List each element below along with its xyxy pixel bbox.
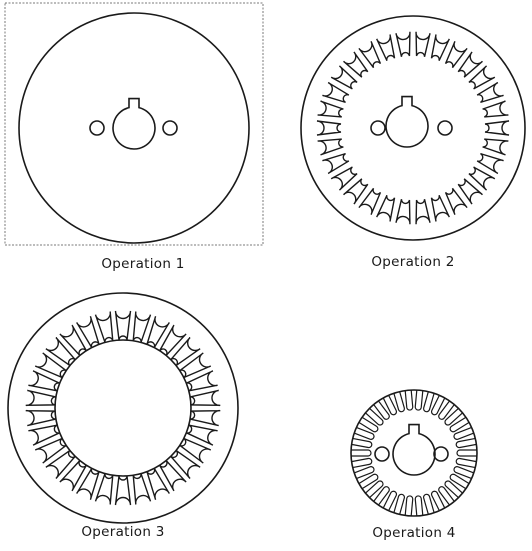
rivet-hole-left (90, 121, 104, 135)
stator-slot (431, 35, 449, 61)
stator-slot (133, 312, 150, 343)
rotor-rim-slot (352, 458, 372, 467)
operation-1-drawing (5, 3, 263, 245)
stator-slot (133, 474, 150, 505)
stator-slot (318, 139, 344, 155)
rotor-rim-slot (405, 496, 413, 516)
rotor-rim-slot (432, 395, 445, 414)
stator-slot (60, 325, 86, 355)
stator-outer-circle (8, 293, 238, 523)
rotor-rim-slot (415, 390, 423, 410)
operation-4-caption: Operation 4 (372, 525, 455, 541)
stator-slot (116, 476, 131, 505)
operation-4-drawing (351, 390, 477, 516)
stator-slot (377, 35, 395, 61)
stator-slot (317, 121, 341, 135)
stator-slot (77, 468, 99, 499)
stator-slot (46, 338, 75, 366)
stator-slot (26, 390, 56, 405)
rotor-rim-slot (383, 395, 396, 414)
stator-slot (116, 311, 131, 340)
stator-slot (147, 316, 169, 347)
operation-1-caption: Operation 1 (101, 256, 184, 272)
stator-slot (396, 32, 410, 57)
stator-slot (46, 451, 75, 479)
rivet-hole-right (434, 447, 448, 461)
stator-slot (396, 199, 410, 224)
stator-slot (96, 474, 113, 505)
operation-2-drawing (301, 16, 525, 240)
rotor-rim-slot (456, 458, 476, 467)
rivet-hole-right (438, 121, 452, 135)
disc-outer-circle (301, 16, 525, 240)
stator-slot (96, 312, 113, 343)
operation-2-caption: Operation 2 (371, 254, 454, 270)
stator-slot (190, 411, 220, 426)
rivet-hole-left (375, 447, 389, 461)
stator-slot (190, 390, 220, 405)
rotor-rim-slot (457, 450, 477, 456)
stator-slot (483, 101, 509, 117)
rotor-rim-slot (456, 438, 476, 447)
operation-3-drawing (8, 293, 238, 523)
stator-slot (147, 468, 169, 499)
rotor-rim-slot (352, 438, 372, 447)
stator-slot (416, 32, 430, 57)
rotor-rim-slot (351, 450, 371, 456)
stator-slot (160, 325, 186, 355)
blank-outer-circle (19, 13, 249, 243)
stator-slot (485, 121, 509, 135)
stator-slot (171, 451, 200, 479)
rotor-rim-slot (432, 491, 445, 510)
operation-3-caption: Operation 3 (81, 524, 164, 540)
shaft-bore-with-keyway (386, 97, 428, 147)
stator-inner-bore (55, 340, 191, 476)
stator-slot (171, 338, 200, 366)
stator-slot (77, 316, 99, 347)
stator-slot (160, 461, 186, 491)
stator-slot (377, 195, 395, 221)
rotor-rim-slot (405, 390, 413, 410)
rotor-rim-slot (415, 496, 423, 516)
stator-slot (26, 411, 56, 426)
square-blank-outline (5, 3, 263, 245)
rivet-hole-right (163, 121, 177, 135)
stator-slot (318, 101, 344, 117)
stator-slot (60, 461, 86, 491)
stator-slot (431, 195, 449, 221)
stator-slot (483, 139, 509, 155)
shaft-bore-with-keyway (393, 425, 435, 475)
shaft-bore-with-keyway (113, 99, 155, 149)
rotor-rim-slot (383, 491, 396, 510)
stator-slot (416, 199, 430, 224)
rivet-hole-left (371, 121, 385, 135)
